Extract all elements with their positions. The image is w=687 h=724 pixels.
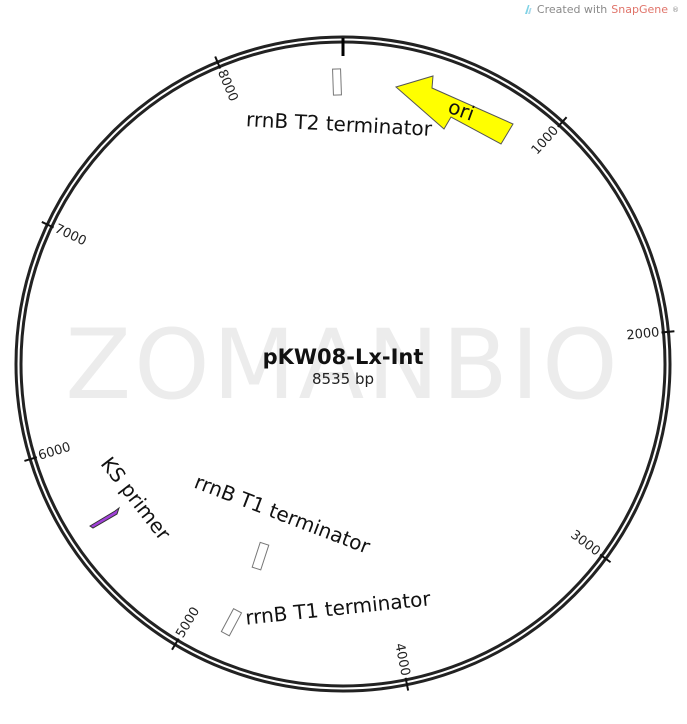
ks-primer-arrow[interactable] — [89, 506, 120, 529]
tick-mark-1000 — [557, 116, 568, 128]
snapgene-logo-icon — [524, 5, 532, 14]
terminator-box[interactable] — [251, 541, 270, 571]
tick-mark-4000 — [404, 677, 410, 691]
rrnb-t1-label-2: rrnB T1 terminator — [244, 586, 432, 629]
rrnb-t1-label-1: rrnB T1 terminator — [191, 470, 374, 559]
rrnb-t2-label: rrnB T2 terminator — [246, 107, 434, 141]
tick-mark-5000 — [171, 638, 180, 651]
snapgene-badge: Created with SnapGene ® — [523, 3, 679, 16]
tick-label-3000: 3000 — [567, 528, 603, 560]
tick-label-4000: 4000 — [391, 642, 412, 677]
feature-rrnb-t1-terminator-2[interactable]: rrnB T1 terminator — [220, 586, 432, 637]
feature-ks-primer[interactable]: KS primer — [89, 452, 176, 545]
tick-label-1000: 1000 — [529, 123, 562, 158]
watermark-text: ZOMANBIO — [65, 309, 620, 421]
tick-mark-6000 — [24, 456, 38, 462]
tick-mark-3000 — [599, 553, 612, 564]
tick-label-6000: 6000 — [37, 440, 73, 464]
tick-label-5000: 5000 — [173, 605, 203, 641]
ori-arrow[interactable] — [394, 75, 514, 145]
terminator-box[interactable] — [332, 68, 342, 96]
terminator-box[interactable] — [220, 607, 243, 637]
backbone-outer-ring — [14, 35, 672, 693]
tick-label-2000: 2000 — [626, 325, 660, 343]
tick-label-7000: 7000 — [52, 222, 88, 250]
tick-label-8000: 8000 — [214, 67, 241, 103]
plasmid-name: pKW08-Lx-Int — [263, 345, 424, 369]
ks-primer-label: KS primer — [96, 452, 176, 545]
feature-rrnb-t1-terminator-1[interactable]: rrnB T1 terminator — [191, 470, 374, 571]
tick-mark-2000 — [661, 330, 675, 334]
badge-brand: SnapGene — [611, 3, 668, 16]
plasmid-size: 8535 bp — [312, 370, 374, 388]
tick-mark-7000 — [41, 221, 55, 229]
badge-prefix: Created with — [536, 3, 608, 16]
badge-mark: ® — [672, 5, 679, 14]
feature-rrnb-t2-terminator[interactable]: rrnB T2 terminator — [246, 68, 434, 141]
tick-mark-8000 — [214, 56, 222, 69]
